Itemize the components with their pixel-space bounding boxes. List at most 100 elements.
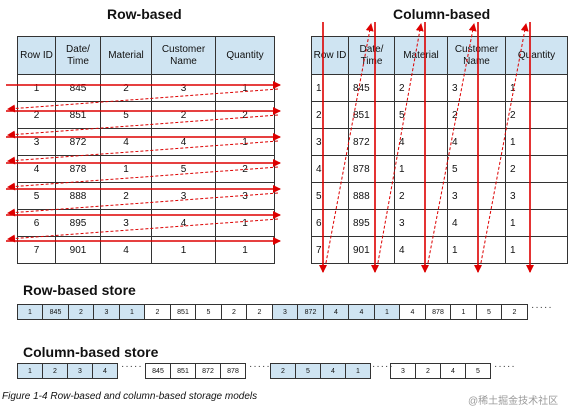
column-based-store-title: Column-based store (23, 344, 159, 360)
table-cell: 2 (394, 182, 448, 210)
table-cell: 1 (394, 155, 448, 183)
table-cell: 7 (311, 236, 349, 264)
store-cell: 5 (196, 304, 222, 320)
column-store-ellipsis: ····· (494, 361, 516, 372)
column-based-table: Row ID Date/ Time Material Customer Name… (311, 36, 568, 264)
header-row-id: Row ID (311, 36, 349, 75)
table-cell: 3 (505, 182, 568, 210)
store-cell: 1 (346, 364, 371, 378)
table-cell: 2 (17, 101, 56, 129)
store-cell: 4 (324, 304, 349, 320)
store-cell: 878 (221, 364, 246, 378)
store-cell: 872 (196, 364, 221, 378)
store-cell: 1 (451, 304, 477, 320)
store-cell: 2 (69, 304, 94, 320)
table-cell: 4 (151, 209, 216, 237)
header-quantity: Quantity (215, 36, 275, 75)
row-based-store-title: Row-based store (23, 282, 136, 298)
header-row-id: Row ID (17, 36, 56, 75)
table-cell: 4 (447, 128, 506, 156)
table-cell: 1 (215, 209, 275, 237)
table-header-row: Row ID Date/ Time Material Customer Name… (311, 36, 568, 75)
figure-caption: Figure 1-4 Row-based and column-based st… (2, 391, 258, 402)
table-cell: 1 (447, 236, 506, 264)
store-cell: 851 (171, 364, 196, 378)
store-cell: 3 (68, 364, 93, 378)
column-store-group-customer-name: 3 2 4 5 (390, 363, 491, 379)
row-based-table: Row ID Date/ Time Material Customer Name… (17, 36, 275, 264)
store-cell: 4 (441, 364, 466, 378)
store-cell: 2 (502, 304, 528, 320)
column-based-title: Column-based (393, 6, 491, 22)
column-store-ellipsis: ····· (249, 361, 271, 372)
store-cell: 2 (271, 364, 296, 378)
table-cell: 5 (17, 182, 56, 210)
row-based-title: Row-based (107, 6, 182, 22)
store-cell: 2 (222, 304, 247, 320)
table-cell: 2 (215, 101, 275, 129)
row-scan-return-arrows (7, 88, 279, 243)
table-cell: 4 (394, 128, 448, 156)
table-cell: 2 (151, 101, 216, 129)
column-store-group-material: 2 5 4 1 (270, 363, 371, 379)
store-cell: 2 (43, 364, 68, 378)
store-cell: 845 (146, 364, 171, 378)
store-cell: 3 (94, 304, 120, 320)
store-cell: 4 (349, 304, 375, 320)
column-store-ellipsis: ····· (372, 361, 394, 372)
row-based-store: 1 845 2 3 1 2 851 5 2 2 3 872 4 4 1 4 87… (17, 304, 528, 320)
table-cell: 2 (394, 74, 448, 102)
column-store-ellipsis: ····· (121, 361, 143, 372)
column-store-group-row-id: 1 2 3 4 (17, 363, 118, 379)
row-store-ellipsis: ····· (531, 302, 553, 313)
table-cell: 3 (394, 209, 448, 237)
column-store-group-date-time: 845 851 872 878 (145, 363, 246, 379)
store-cell: 845 (43, 304, 69, 320)
header-date-time: Date/ Time (55, 36, 101, 75)
table-cell: 4 (311, 155, 349, 183)
store-cell: 2 (247, 304, 273, 320)
store-cell: 3 (391, 364, 416, 378)
table-cell: 3 (447, 74, 506, 102)
store-cell: 1 (120, 304, 145, 320)
table-cell: 872 (55, 128, 101, 156)
table-cell: 4 (151, 128, 216, 156)
table-cell: 1 (505, 236, 568, 264)
store-cell: 1 (17, 304, 43, 320)
store-cell: 851 (171, 304, 196, 320)
store-cell: 5 (466, 364, 491, 378)
store-cell: 2 (416, 364, 441, 378)
store-cell: 4 (93, 364, 118, 378)
row-scan-arrows (6, 81, 281, 245)
table-cell: 1 (311, 74, 349, 102)
store-cell: 5 (296, 364, 321, 378)
column-scan-arrows (319, 22, 534, 273)
column-scan-return-arrows (324, 23, 529, 269)
store-cell: 5 (477, 304, 502, 320)
table-cell: 3 (215, 182, 275, 210)
header-material: Material (394, 36, 448, 75)
table-cell: 1 (17, 74, 56, 102)
store-cell: 872 (298, 304, 324, 320)
table-cell: 5 (100, 101, 152, 129)
store-cell: 3 (273, 304, 298, 320)
table-cell: 901 (348, 236, 395, 264)
watermark: @稀土掘金技术社区 (468, 396, 559, 407)
store-cell: 1 (18, 364, 43, 378)
store-cell: 2 (145, 304, 171, 320)
store-cell: 1 (375, 304, 400, 320)
store-cell: 878 (426, 304, 451, 320)
table-cell: 878 (348, 155, 395, 183)
store-cell: 4 (321, 364, 346, 378)
store-cell: 4 (400, 304, 426, 320)
